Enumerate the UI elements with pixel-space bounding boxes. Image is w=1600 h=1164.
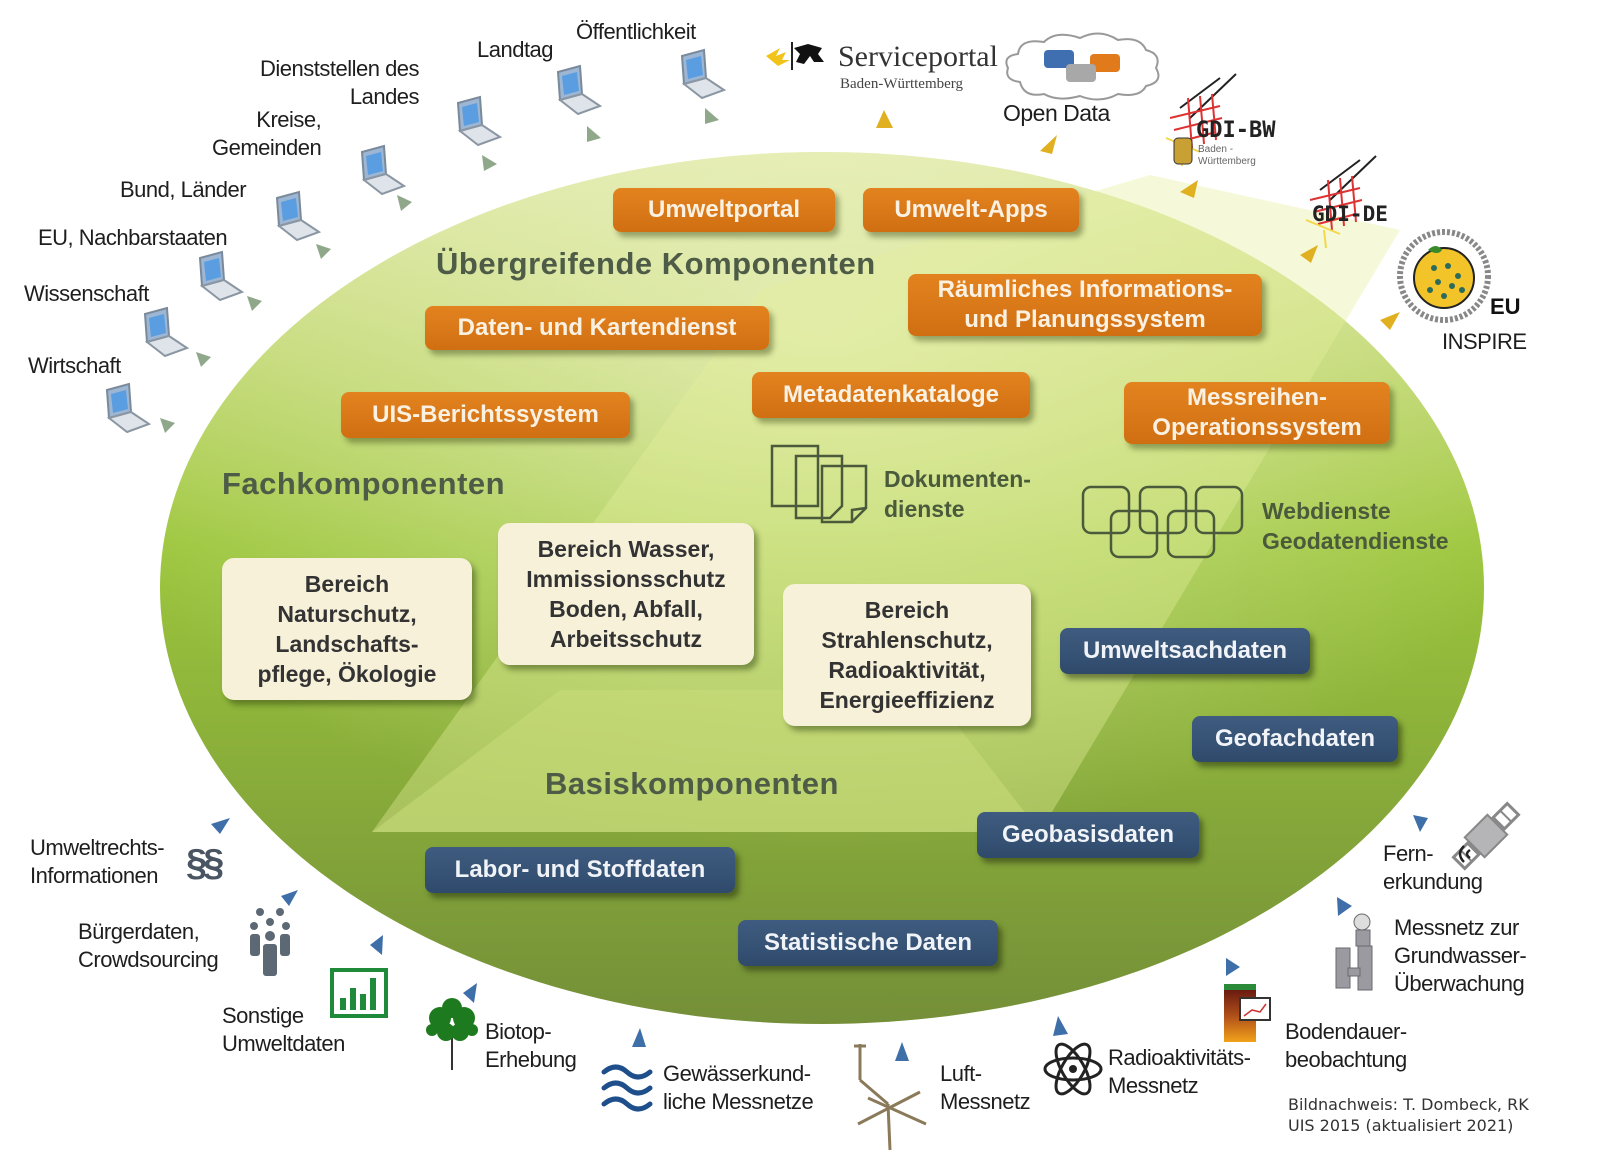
people-icon xyxy=(250,908,290,976)
soil-profile-icon xyxy=(1224,984,1271,1042)
laptop-icon xyxy=(199,251,243,301)
laptop-icon xyxy=(681,49,725,99)
source-label-luft: Luft- Messnetz xyxy=(940,1061,1031,1114)
domain-naturschutz[interactable]: Bereich Naturschutz, Landschafts- pflege… xyxy=(222,558,472,700)
domain-strahlenschutz[interactable]: Bereich Strahlenschutz, Radioaktivität, … xyxy=(783,584,1031,726)
inspire-globe-icon xyxy=(1397,229,1491,323)
inspire-label: INSPIRE xyxy=(1442,329,1527,354)
source-label-grundwasser: Messnetz zur Grundwasser- Überwachung xyxy=(1394,915,1527,996)
consumer-label-bund: Bund, Länder xyxy=(120,177,247,202)
source-label-gewaesser: Gewässerkund- liche Messnetze xyxy=(663,1061,814,1114)
source-label-buergerdaten: Bürgerdaten, Crowdsourcing xyxy=(78,919,219,972)
consumer-arrows xyxy=(160,108,719,433)
component-messreihen-operationssystem[interactable]: Messreihen- Operationssystem xyxy=(1124,382,1390,444)
serviceportal-name: Serviceportal xyxy=(838,40,998,73)
component-uis-berichtssystem[interactable]: UIS-Berichtssystem xyxy=(341,392,630,438)
gdi-grid-icon xyxy=(1305,155,1377,249)
cloud-database-icon xyxy=(1005,32,1160,101)
image-credit: Bildnachweis: T. Dombeck, RK UIS 2015 (a… xyxy=(1288,1095,1529,1135)
laptop-icon xyxy=(361,145,405,195)
component-rips[interactable]: Räumliches Informations- und Planungssys… xyxy=(908,274,1262,336)
consumer-label-wirtschaft: Wirtschaft xyxy=(28,353,121,378)
consumer-label-eu: EU, Nachbarstaaten xyxy=(38,225,228,250)
atom-icon xyxy=(1043,1042,1103,1096)
portal-arrows xyxy=(876,110,1400,330)
section-heading-basis: Basiskomponenten xyxy=(545,766,839,801)
component-daten-kartendienst[interactable]: Daten- und Kartendienst xyxy=(425,306,769,350)
section-heading-fach: Fachkomponenten xyxy=(222,466,506,501)
source-label-sonstige: Sonstige Umweltdaten xyxy=(222,1003,345,1056)
basedata-labor-stoffdaten[interactable]: Labor- und Stoffdaten xyxy=(425,847,735,893)
laptop-icon xyxy=(144,307,188,357)
laptop-icon xyxy=(457,96,501,146)
paragraph-icon: §§ xyxy=(186,842,224,884)
source-arrows xyxy=(211,815,1428,1061)
consumer-label-wissenschaft: Wissenschaft xyxy=(24,281,149,306)
basedata-statistische-daten[interactable]: Statistische Daten xyxy=(738,920,998,966)
laptop-icon xyxy=(276,191,320,241)
laptop-icon xyxy=(557,65,601,115)
inspire-eu: EU xyxy=(1490,294,1521,319)
consumer-label-kreise: Kreise, Gemeinden xyxy=(212,107,322,160)
weather-mast-icon xyxy=(854,1044,927,1151)
basedata-geofachdaten[interactable]: Geofachdaten xyxy=(1192,716,1398,762)
tree-icon xyxy=(426,998,478,1070)
source-label-fernerkundung: Fern- erkundung xyxy=(1383,841,1483,894)
component-umwelt-apps[interactable]: Umwelt-Apps xyxy=(863,188,1079,232)
domain-wasser[interactable]: Bereich Wasser, Immissionsschutz Boden, … xyxy=(498,523,754,665)
consumer-label-oeffentlichkeit: Öffentlichkeit xyxy=(576,19,696,44)
bar-chart-icon xyxy=(330,968,388,1018)
component-metadatenkataloge[interactable]: Metadatenkataloge xyxy=(752,372,1030,418)
water-waves-icon xyxy=(601,1064,653,1112)
service-webdienste-label: Webdienste Geodatendienste xyxy=(1262,498,1449,554)
section-heading-uebergreifend: Übergreifende Komponenten xyxy=(436,246,876,281)
consumer-label-landtag: Landtag xyxy=(477,37,554,62)
bw-lion-icon xyxy=(766,42,824,70)
gdi-grid-icon xyxy=(1165,73,1237,167)
gdibw-sub: Baden - Württemberg xyxy=(1198,144,1256,167)
consumer-label-dienststellen: Dienststellen des Landes xyxy=(260,56,420,109)
source-label-biotop: Biotop- Erhebung xyxy=(485,1019,577,1072)
diagonal-band xyxy=(372,175,1400,832)
web-services-icon xyxy=(1081,485,1244,559)
basedata-geobasisdaten[interactable]: Geobasisdaten xyxy=(977,812,1199,858)
gdibw-name: GDI-BW xyxy=(1196,118,1276,143)
opendata-label: Open Data xyxy=(1003,100,1110,126)
serviceportal-sub: Baden-Württemberg xyxy=(840,76,964,92)
gdide-name: GDI-DE xyxy=(1312,202,1388,226)
laptop-icon xyxy=(106,383,150,433)
source-label-umweltrecht: Umweltrechts- Informationen xyxy=(30,835,165,888)
source-label-radioaktivitaet: Radioaktivitäts- Messnetz xyxy=(1108,1045,1251,1098)
basedata-umweltsachdaten[interactable]: Umweltsachdaten xyxy=(1060,628,1310,674)
source-label-boden: Bodendauer- beobachtung xyxy=(1285,1019,1407,1072)
documents-icon xyxy=(770,444,868,524)
service-dokumentendienste-label: Dokumenten- dienste xyxy=(884,466,1031,522)
component-umweltportal[interactable]: Umweltportal xyxy=(613,188,835,232)
signal-icon xyxy=(1458,845,1471,863)
groundwater-well-icon xyxy=(1335,913,1373,991)
